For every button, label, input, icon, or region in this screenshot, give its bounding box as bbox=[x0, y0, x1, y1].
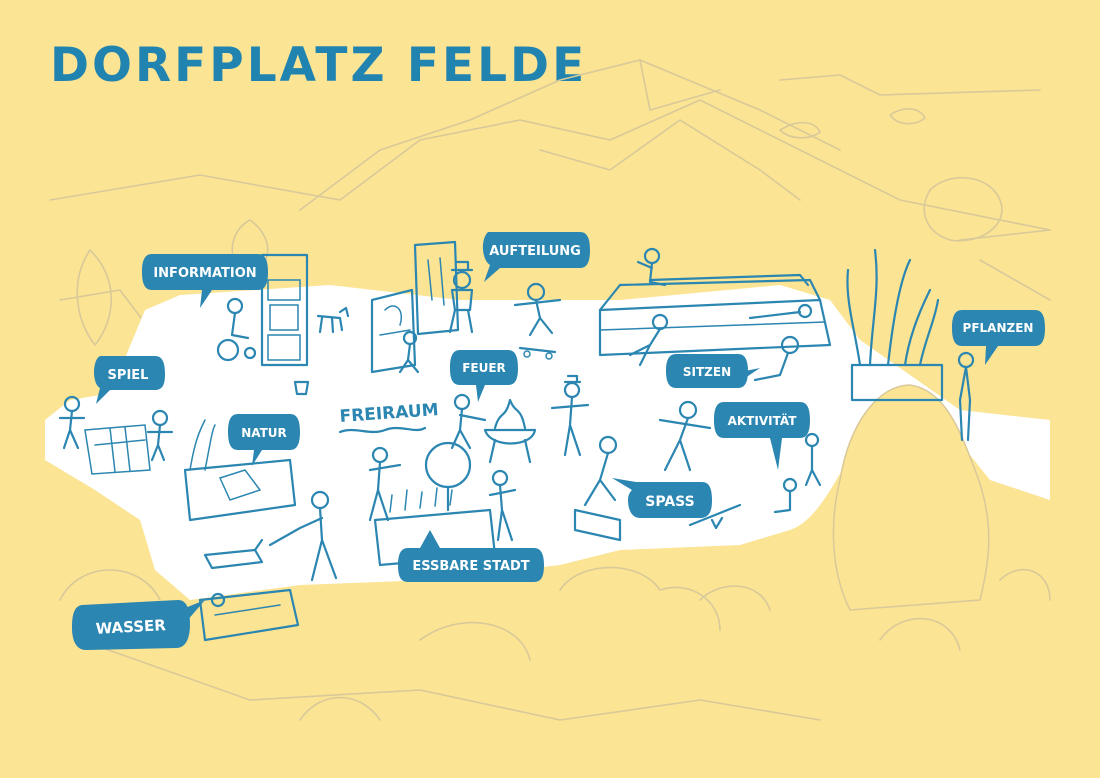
lying-person bbox=[748, 303, 813, 320]
dog-walker bbox=[203, 490, 338, 582]
man-with-hat bbox=[448, 260, 474, 334]
bubble-sitzen: SITZEN bbox=[666, 354, 760, 388]
gardener bbox=[368, 446, 517, 542]
label-spass: SPASS bbox=[645, 494, 694, 510]
label-information: INFORMATION bbox=[153, 266, 256, 281]
page-title: DORFPLATZ FELDE bbox=[50, 38, 588, 93]
climbing-person bbox=[628, 313, 669, 367]
skateboarder bbox=[513, 282, 562, 360]
label-essbare-stadt: ESSBARE STADT bbox=[412, 559, 529, 574]
bubble-information: INFORMATION bbox=[142, 254, 268, 308]
bubble-feuer: FEUER bbox=[450, 350, 518, 402]
seesaw bbox=[573, 503, 742, 542]
freiraum-underline bbox=[338, 426, 427, 434]
label-aktivitaet: AKTIVITÄT bbox=[728, 413, 798, 428]
label-aufteilung: AUFTEILUNG bbox=[489, 244, 581, 259]
bubble-wasser: WASSER bbox=[72, 600, 205, 650]
planter bbox=[846, 248, 944, 402]
person-on-steps bbox=[636, 247, 667, 287]
active-people bbox=[583, 400, 822, 514]
tree-shape bbox=[832, 384, 990, 611]
children-playing bbox=[58, 395, 174, 462]
wheelchair-person bbox=[216, 297, 257, 362]
bubble-pflanzen: PFLANZEN bbox=[952, 310, 1045, 365]
person-fire bbox=[450, 393, 487, 450]
bubble-aufteilung: AUFTEILUNG bbox=[482, 232, 590, 282]
bubble-aktivitaet: AKTIVITÄT bbox=[714, 402, 810, 470]
cat bbox=[316, 306, 350, 334]
label-spiel: SPIEL bbox=[108, 368, 149, 383]
standing-person bbox=[957, 351, 975, 442]
label-wasser: WASSER bbox=[95, 616, 167, 638]
fire-pit bbox=[483, 398, 537, 464]
bubble-essbare-stadt: ESSBARE STADT bbox=[398, 530, 544, 582]
label-feuer: FEUER bbox=[462, 361, 506, 375]
label-sitzen: SITZEN bbox=[683, 365, 731, 379]
water-trough bbox=[198, 588, 300, 642]
info-column bbox=[260, 253, 309, 367]
label-pflanzen: PFLANZEN bbox=[963, 321, 1034, 335]
seating-steps bbox=[598, 273, 832, 357]
partition-walls bbox=[370, 240, 460, 374]
sitting-person bbox=[753, 335, 800, 382]
natur-planter bbox=[183, 419, 297, 522]
person-with-hat-fire bbox=[550, 374, 590, 457]
child bbox=[398, 330, 420, 374]
cup bbox=[293, 380, 310, 396]
bubble-spiel: SPIEL bbox=[94, 356, 165, 404]
label-natur: NATUR bbox=[241, 426, 287, 440]
bubble-natur: NATUR bbox=[228, 414, 300, 466]
plaza-area bbox=[45, 285, 1050, 600]
hopscotch bbox=[84, 424, 151, 475]
bubble-spass: SPASS bbox=[612, 478, 712, 518]
